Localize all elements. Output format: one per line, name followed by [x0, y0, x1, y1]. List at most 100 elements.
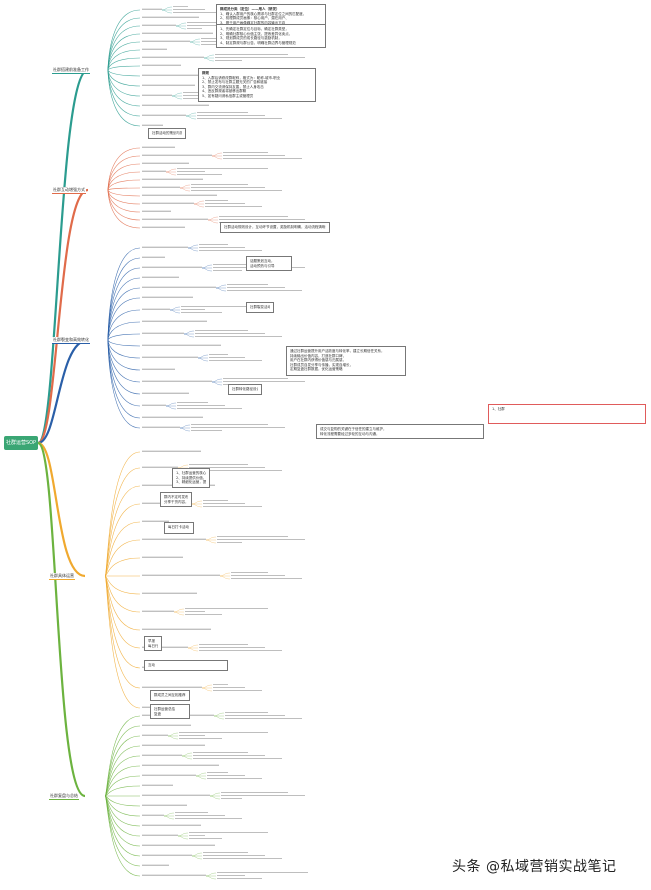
leaf-line [189, 38, 201, 43]
sub-branch-line [107, 339, 141, 371]
note-line: 1、确认入群用户的核心需求与社群定位之间的匹配度， [220, 11, 307, 16]
branch-label[interactable]: 社群搭建前准备工作 [52, 67, 90, 74]
sub-branch-line [104, 575, 141, 709]
branch-connector [37, 338, 89, 445]
note-line: 3、群内交流请保持友善，禁止人身攻击 [202, 84, 264, 89]
note-line: 3、规划群成员的成长路径与激励机制， [220, 36, 282, 41]
leaf-line [175, 22, 187, 27]
note-line: 社群裂变活动 [250, 305, 270, 309]
note-box: 社群运营总结复盘 [150, 704, 190, 720]
branch-label[interactable]: 社群具体运营 [49, 573, 75, 580]
branch-label[interactable]: 社群复盘与总结 [49, 793, 79, 800]
leaf-line [179, 427, 191, 432]
leaf-line [193, 203, 205, 208]
branch-connector [37, 188, 89, 445]
note-title: 群规 [202, 71, 209, 75]
leaf-line [179, 424, 191, 429]
sub-branch-line [107, 49, 141, 71]
sub-branch-line [107, 189, 141, 221]
leaf-line [203, 54, 215, 59]
leaf-line [185, 112, 197, 117]
leaf-line [177, 835, 189, 840]
note-line: 定期复盘社群数据，优化运营策略 [290, 367, 343, 372]
leaf-line [213, 712, 225, 717]
sub-branch-line [107, 163, 141, 191]
note-line: 社群活动规则设计，互动环节设置，奖励机制明确，活动流程清晰 [224, 225, 326, 229]
leaf-line [163, 815, 175, 820]
leaf-line [193, 200, 205, 205]
note-line: 群成员之间互相推荐，形成口碑传播效应 [154, 693, 186, 697]
note-box: 每日打卡活动 [164, 522, 194, 534]
leaf-line [167, 735, 179, 740]
leaf-line [201, 687, 213, 692]
note-title: 群成员分类（定位）——用人（研发） [220, 7, 280, 11]
sub-branch-line [107, 339, 141, 347]
leaf-line [207, 216, 219, 221]
leaf-line [201, 264, 213, 269]
note-box: 1、先确定社群定位与目标，确定社群类型，2、明确社群核心价值主张，提炼差异化卖点… [216, 24, 326, 49]
note-box: 互动 [144, 660, 228, 671]
note-line: 持续输出价值内容，打造社群口碑， [290, 353, 346, 358]
leaf-line [161, 6, 173, 11]
leaf-line [189, 41, 201, 46]
leaf-line [215, 284, 227, 289]
root-node[interactable]: 社群运营SOP [4, 436, 38, 450]
note-line: 成交与复购的关键在于信任的建立与维护， [320, 427, 387, 431]
leaf-line [201, 684, 213, 689]
sub-branch-line [107, 189, 141, 229]
leaf-line [165, 168, 177, 173]
leaf-line [211, 155, 223, 160]
leaf-line [187, 647, 199, 652]
sub-branch-line [107, 333, 141, 341]
note-line: 1、入群后请修改群昵称，格式为：昵称-城市-职业 [202, 75, 281, 80]
sub-branch-line [107, 57, 141, 71]
note-line: 分享干货内容，提升活跃度 [164, 499, 188, 504]
note-line: 4、制定群规与群公告，明确社群边界与管理规范 [220, 40, 296, 45]
sub-branch-line [107, 277, 141, 341]
note-box: 1、社群运营的核心是用户，以用户为中心，2、持续提供价值，建立信任关系，3、精细… [172, 468, 210, 488]
sub-branch-line [107, 69, 141, 87]
note-line: 1、社群 [492, 407, 505, 411]
branch-label[interactable]: 社群裂变和高效转化 [52, 337, 90, 344]
leaf-line [219, 572, 231, 577]
note-line: 每日行业资讯分享 [148, 643, 158, 648]
leaf-line [173, 611, 185, 616]
sub-branch-line [107, 297, 141, 341]
note-line: 通过社群运营提升用户活跃度与转化率，建立长期信任关系， [290, 349, 385, 353]
leaf-line [195, 772, 207, 777]
leaf-line [191, 503, 203, 508]
leaf-line [171, 95, 183, 100]
note-box: 社群转化路径设计 [228, 384, 262, 395]
sub-branch-line [104, 539, 141, 577]
note-line: 4、违反群规者将被移出群聊 [202, 89, 247, 94]
note-line: 用户在社群内获得价值感与归属感， [290, 358, 346, 363]
note-line: 活动预热与引导 [250, 263, 275, 268]
leaf-line [211, 378, 223, 383]
leaf-line [215, 287, 227, 292]
sub-branch-line [107, 69, 141, 77]
note-line: 社群转化路径设计 [232, 387, 258, 391]
sub-branch-line [104, 557, 141, 577]
note-box: 社群活动规则设计，互动环节设置，奖励机制明确，活动流程清晰 [220, 222, 330, 233]
leaf-line [169, 306, 181, 311]
note-box: 话题策划互动，活动预热与引导 [246, 256, 292, 272]
note-line: 社群成员自发分享与传播，实现自增长， [290, 362, 353, 367]
leaf-line [165, 402, 177, 407]
note-box: 社群活动的策划与执行 [148, 128, 186, 139]
note-line: 1、社群运营的核心是用户，以用户为中心， [176, 471, 206, 475]
sub-branch-line [107, 9, 141, 71]
note-box: 社群裂变活动 [246, 302, 274, 313]
leaf-line [191, 500, 203, 505]
note-line: 互动 [148, 663, 155, 667]
leaf-line [191, 852, 203, 857]
leaf-line [219, 575, 231, 580]
branch-label[interactable]: 社群互动增强方式 [52, 187, 86, 194]
branch-connector [36, 441, 86, 798]
leaf-line [177, 832, 189, 837]
sub-branch-line [107, 65, 141, 71]
sub-branch-line [107, 155, 141, 191]
leaf-line [211, 152, 223, 157]
note-line: 5、如有疑问请私信群主或管理员 [202, 93, 254, 98]
note-line: 社群活动的策划与执行 [152, 131, 182, 135]
